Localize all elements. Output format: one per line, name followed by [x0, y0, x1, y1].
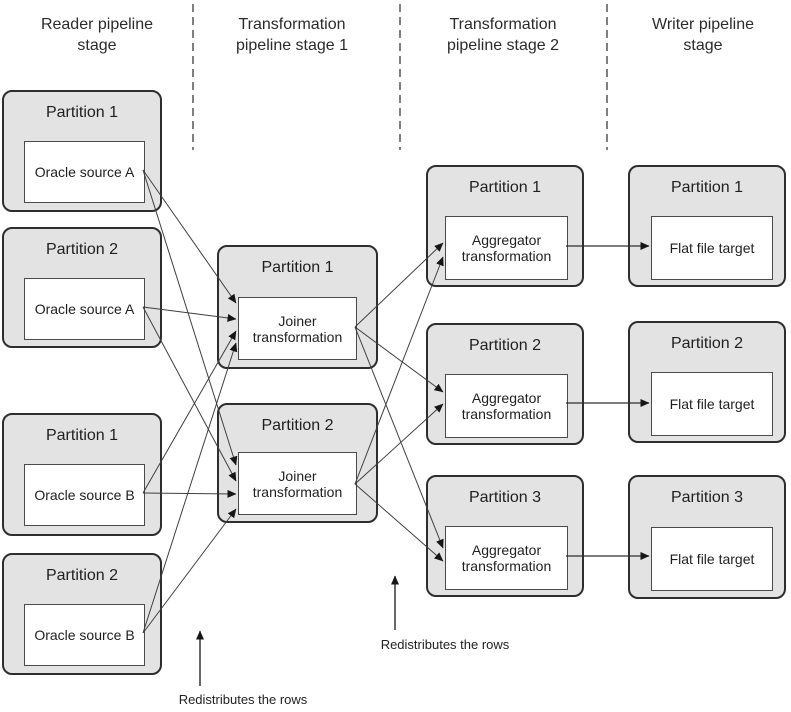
column-header-transformation-stage-1: Transformation pipeline stage 1 — [235, 16, 349, 54]
partition-title: Partition 1 — [261, 259, 334, 276]
redistributes-rows-label-1: Redistributes the rows — [178, 692, 308, 707]
partition-title: Partition 2 — [45, 241, 119, 258]
column-header-writer: Writer pipeline stage — [652, 16, 754, 54]
column-header-reader: Reader pipeline stage — [40, 16, 154, 54]
writer-partition2-box: Partition 2 Flat file target — [628, 321, 786, 443]
joiner-partition2-box: Partition 2 Joiner transformation — [217, 403, 378, 523]
oracle-source-a-node-1: Oracle source A — [24, 141, 145, 203]
writer-partition1-box: Partition 1 Flat file target — [628, 165, 786, 287]
reader-partition2-box: Partition 2 Oracle source A — [2, 227, 162, 348]
flat-file-target-node-3: Flat file target — [651, 527, 773, 591]
aggregator-partition1-box: Partition 1 Aggregator transformation — [426, 165, 584, 287]
partition-title: Partition 3 — [670, 489, 744, 506]
joiner-transformation-node-1: Joiner transformation — [238, 297, 357, 360]
aggregator-transformation-node-3: Aggregator transformation — [445, 526, 568, 590]
aggregator-transformation-node-1: Aggregator transformation — [445, 216, 568, 280]
partition-title: Partition 2 — [670, 335, 744, 352]
partition-title: Partition 1 — [45, 427, 119, 444]
joiner-partition1-box: Partition 1 Joiner transformation — [217, 245, 378, 369]
oracle-source-a-node-2: Oracle source A — [24, 278, 145, 340]
aggregator-partition2-box: Partition 2 Aggregator transformation — [426, 323, 584, 445]
flat-file-target-node-2: Flat file target — [651, 372, 773, 436]
column-header-transformation-stage-2: Transformation pipeline stage 2 — [446, 16, 560, 54]
reader-partition1-b-box: Partition 1 Oracle source B — [2, 413, 162, 536]
partition-title: Partition 2 — [261, 417, 334, 434]
oracle-source-b-node-1: Oracle source B — [24, 464, 145, 526]
reader-partition2-b-box: Partition 2 Oracle source B — [2, 553, 162, 675]
flat-file-target-node-1: Flat file target — [651, 216, 773, 280]
partition-title: Partition 1 — [468, 179, 542, 196]
aggregator-partition3-box: Partition 3 Aggregator transformation — [426, 475, 584, 597]
partition-title: Partition 2 — [468, 337, 542, 354]
aggregator-transformation-node-2: Aggregator transformation — [445, 374, 568, 438]
partition-title: Partition 1 — [670, 179, 744, 196]
writer-partition3-box: Partition 3 Flat file target — [628, 475, 786, 599]
reader-partition1-box: Partition 1 Oracle source A — [2, 90, 162, 212]
oracle-source-b-node-2: Oracle source B — [24, 604, 145, 666]
partition-title: Partition 1 — [45, 104, 119, 121]
redistributes-rows-label-2: Redistributes the rows — [380, 637, 510, 652]
partition-title: Partition 2 — [45, 567, 119, 584]
partition-title: Partition 3 — [468, 489, 542, 506]
joiner-transformation-node-2: Joiner transformation — [238, 452, 357, 515]
